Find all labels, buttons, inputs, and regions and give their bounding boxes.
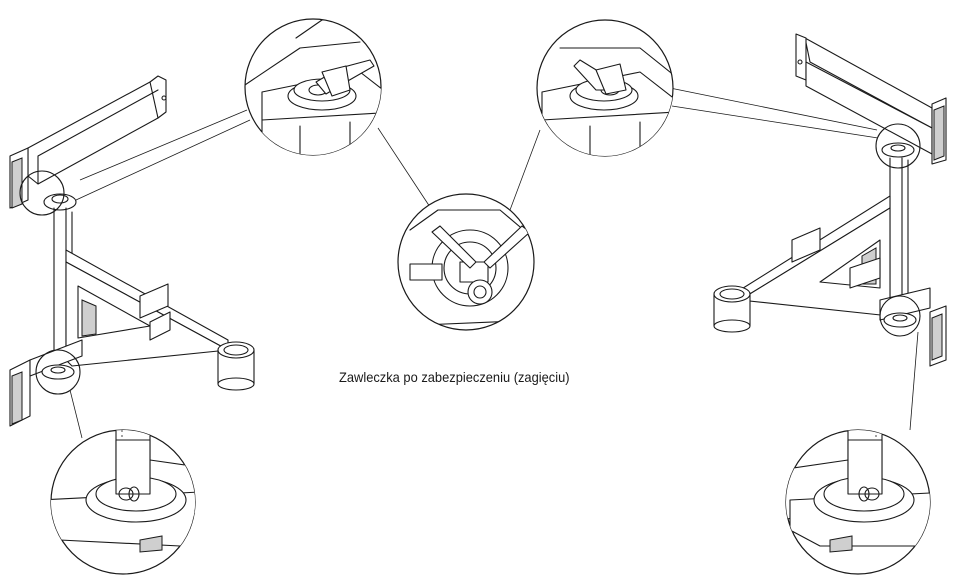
leader-lines	[69, 87, 919, 439]
detail-top-right	[536, 19, 674, 157]
detail-top-left	[244, 18, 382, 156]
detail-bottom-left	[50, 429, 196, 575]
detail-caption: Zawleczka po zabezpieczeniu (zagięciu)	[339, 369, 570, 385]
detail-bottom-right	[785, 429, 931, 575]
detail-cotter-pin	[397, 193, 535, 331]
left-bracket-assembly	[9, 75, 255, 427]
right-bracket-assembly	[713, 33, 947, 367]
